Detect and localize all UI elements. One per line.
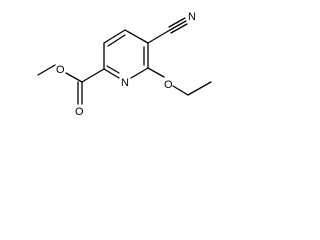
bond-triple-2: [168, 17, 186, 28]
bond-o-methyl: [37, 64, 56, 76]
bond-c6-o: [147, 67, 165, 78]
bond-o-ch2: [172, 85, 189, 96]
carbonyl-oxygen-label: O: [75, 106, 84, 118]
bond-c3-c4-inner: [107, 34, 126, 47]
bond-c3-c4: [103, 29, 126, 44]
nitrile-group: N: [147, 11, 196, 44]
bond-c4-c5: [124, 29, 149, 44]
methyl-ester-group: O O: [37, 64, 105, 118]
bond-c5-cn: [147, 29, 171, 44]
bond-triple-3: [170, 23, 188, 34]
bond-c2-carbonyl: [81, 68, 105, 83]
ring-nitrogen-label: N: [121, 77, 129, 89]
ethoxy-oxygen-label: O: [164, 79, 173, 91]
structure-diagram: N N O O O: [37, 11, 212, 118]
bond-n1-c2: [103, 68, 120, 79]
molecule-canvas: N N O O O: [0, 0, 225, 124]
ester-oxygen-label: O: [56, 64, 65, 76]
bond-triple-1: [169, 20, 187, 31]
bond-ch2-ch3: [187, 81, 212, 96]
pyridine-ring: [103, 29, 149, 79]
cyano-nitrogen-label: N: [188, 11, 196, 23]
bond-n1-c2-inner: [106, 65, 120, 74]
bond-carbonyl-ether-o: [65, 72, 83, 83]
bond-c6-n1: [130, 67, 149, 79]
ethoxy-group: O: [147, 67, 212, 96]
